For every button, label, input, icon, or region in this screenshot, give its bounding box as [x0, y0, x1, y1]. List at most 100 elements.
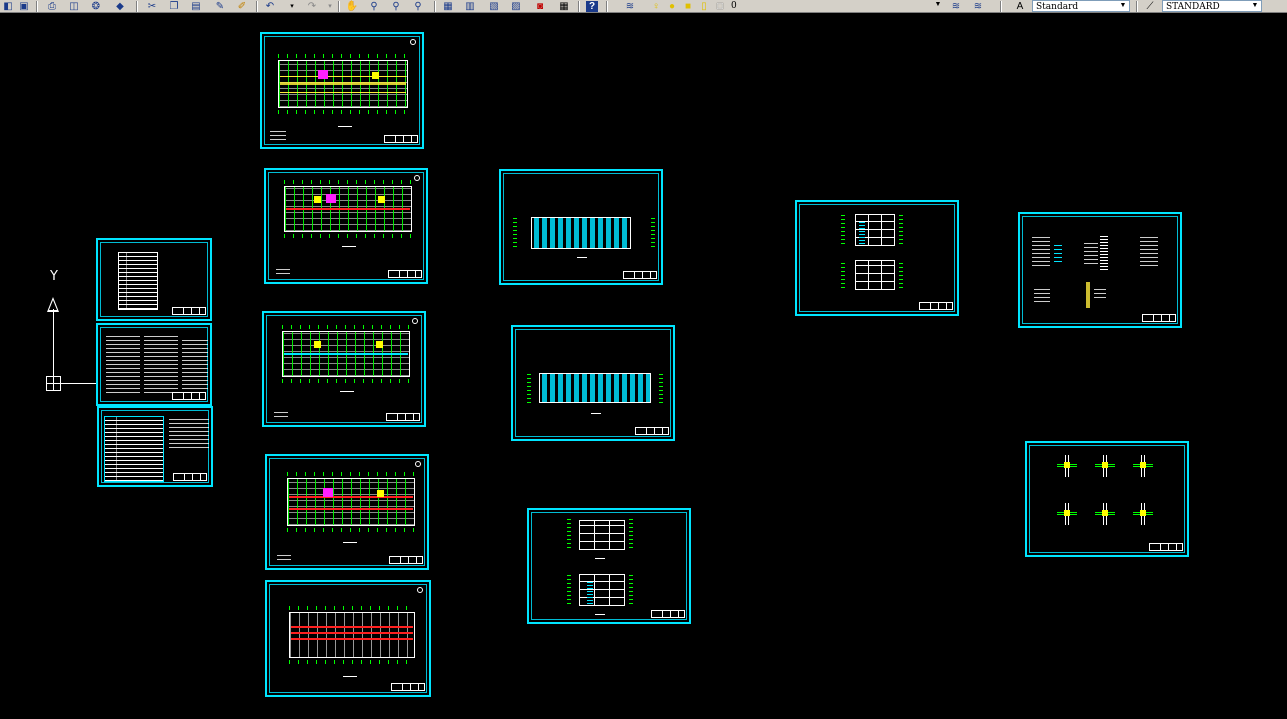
north-arrow-icon [410, 39, 416, 45]
toolbar-separator [578, 1, 580, 12]
toilet-highlight [378, 196, 385, 203]
3d-dwf-icon[interactable]: ◆ [116, 1, 124, 12]
wall-section-detail [1100, 234, 1108, 270]
title-block [172, 392, 206, 400]
zoom-previous-icon[interactable]: ⚲ [414, 1, 422, 12]
building-section-drawing [579, 574, 625, 606]
elevation-dimension-right [629, 518, 633, 548]
toolbar-separator [256, 1, 258, 12]
drawing-sheet-first-floor-plan[interactable] [260, 32, 424, 149]
drawing-sheet-fourth-floor-plan[interactable] [265, 454, 429, 570]
elevation-dimension-right [659, 371, 663, 403]
toilet-highlight [314, 196, 321, 203]
text-style-icon[interactable]: A [1016, 1, 1024, 12]
sheet-set-manager-icon[interactable]: ▨ [511, 1, 521, 12]
ucs-y-axis [53, 309, 54, 387]
layer-lock-icon[interactable]: ▯ [701, 1, 707, 12]
schedule-notes [169, 418, 209, 448]
floor-plan-drawing [278, 54, 408, 114]
drawing-sheet-side-elevation-section[interactable] [527, 508, 691, 624]
detail-notes [1094, 286, 1106, 298]
layer-on-icon[interactable]: ♀ [652, 1, 660, 12]
quickcalc-icon[interactable]: ▦ [559, 1, 569, 12]
model-space-canvas[interactable]: Y [0, 14, 1287, 719]
drawing-sheet-second-floor-plan[interactable] [264, 168, 428, 284]
toolbar-separator [1136, 1, 1138, 12]
drawing-sheet-column-details[interactable] [1025, 441, 1189, 557]
help-icon[interactable]: ? [584, 0, 600, 12]
properties-icon[interactable]: ▦ [443, 1, 453, 12]
title-block [623, 271, 657, 279]
block-editor-icon[interactable]: ✐ [237, 1, 247, 12]
title-block [384, 135, 418, 143]
column-detail [1095, 455, 1115, 477]
undo-icon[interactable]: ↶ [265, 1, 275, 12]
layer-freeze-icon[interactable]: ● [668, 1, 676, 12]
drawing-caption [340, 391, 354, 392]
title-block [388, 270, 422, 278]
title-block [651, 610, 685, 618]
chevron-down-icon[interactable]: ▼ [1119, 2, 1127, 9]
north-arrow-icon [417, 587, 423, 593]
zoom-window-icon[interactable]: ⚲ [392, 1, 400, 12]
detail-drawing [1054, 242, 1062, 262]
drawing-sheet-stair-section[interactable] [795, 200, 959, 316]
toolbar-separator [136, 1, 138, 12]
notes-text-column [144, 335, 178, 393]
chevron-down-icon[interactable]: ▼ [1251, 2, 1259, 9]
column-detail [1057, 455, 1077, 477]
publish-icon[interactable]: ❂ [91, 1, 101, 12]
drawing-sheet-door-window-schedule[interactable] [97, 406, 213, 487]
design-center-icon[interactable]: ▥ [465, 1, 475, 12]
text-style-combo[interactable]: Standard ▼ [1032, 0, 1130, 12]
detail-notes [1140, 234, 1158, 266]
zoom-realtime-icon[interactable]: ⚲ [370, 1, 378, 12]
make-object-layer-current-icon[interactable]: ≋ [951, 1, 961, 12]
title-block [919, 302, 953, 310]
drawing-sheet-roof-plan[interactable] [265, 580, 431, 697]
elevation-dimension-right [651, 215, 655, 247]
undo-dropdown-icon[interactable]: ▾ [290, 3, 294, 10]
title-block [391, 683, 425, 691]
toolbar-separator [36, 1, 38, 12]
save-icon[interactable]: ▣ [19, 1, 29, 12]
dimension-style-icon[interactable]: ⟋ [1146, 1, 1154, 12]
redo-icon[interactable]: ↷ [307, 1, 317, 12]
stair-highlight [326, 194, 336, 203]
layer-plot-icon[interactable]: □ [716, 1, 724, 12]
drawing-sheet-wall-details[interactable] [1018, 212, 1182, 328]
title-block [1149, 543, 1183, 551]
markup-set-manager-icon[interactable]: ◙ [536, 1, 544, 12]
drawing-caption [577, 257, 587, 258]
dimension-style-combo[interactable]: STANDARD ▼ [1162, 0, 1262, 12]
drawing-sheet-third-floor-plan[interactable] [262, 311, 426, 427]
stair-plan-drawing [855, 260, 895, 290]
print-preview-icon[interactable]: ◫ [69, 1, 79, 12]
tool-palettes-icon[interactable]: ▧ [489, 1, 499, 12]
match-properties-icon[interactable]: ✎ [215, 1, 225, 12]
layer-combo-value: 0 [731, 1, 737, 11]
ucs-y-label: Y [50, 269, 58, 284]
layer-combo[interactable]: 0 ▼ [728, 0, 944, 12]
chevron-down-icon[interactable]: ▼ [934, 1, 942, 8]
copy-icon[interactable]: ❐ [169, 1, 179, 12]
dimension-style-combo-value: STANDARD [1166, 2, 1220, 12]
paste-icon[interactable]: ▤ [191, 1, 201, 12]
print-icon[interactable]: ⎙ [48, 1, 56, 12]
drawing-sheet-rear-elevation[interactable] [511, 325, 675, 441]
redo-dropdown-icon[interactable]: ▾ [328, 3, 332, 10]
toolbar-separator [434, 1, 436, 12]
toilet-highlight [377, 490, 384, 497]
layer-previous-icon[interactable]: ≋ [973, 1, 983, 12]
open-icon[interactable]: ◧ [3, 1, 13, 12]
drawing-caption [591, 413, 601, 414]
layer-manager-icon[interactable]: ≋ [625, 1, 635, 12]
toolbar-separator [1000, 1, 1002, 12]
layer-color-icon[interactable]: ■ [684, 1, 692, 12]
drawing-index-table [118, 252, 158, 310]
drawing-sheet-front-elevation[interactable] [499, 169, 663, 285]
cut-icon[interactable]: ✂ [147, 1, 157, 12]
pan-icon[interactable]: ✋ [345, 1, 359, 12]
drawing-sheet-design-notes[interactable] [96, 323, 212, 406]
drawing-sheet-index[interactable] [96, 238, 212, 321]
